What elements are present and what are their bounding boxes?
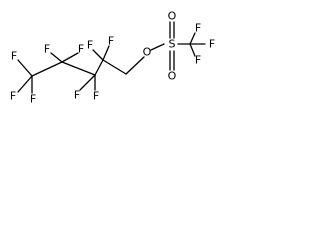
bond-c4-c5 (102, 59, 127, 75)
bond-c1-f (17, 59, 33, 77)
atom-f: F (108, 35, 114, 48)
bond-c3-f (79, 74, 96, 91)
bond-c3-c4 (94, 59, 104, 76)
atom-f: F (10, 90, 16, 103)
bond-c2-f (50, 52, 63, 63)
atom-f: F (87, 39, 93, 52)
atom-f: F (74, 89, 80, 102)
bond-c1-f (17, 75, 33, 93)
atom-f: F (11, 50, 17, 63)
atom-labels: F F F F F F F F F O S O O F F F (10, 10, 215, 106)
bond-c-f (189, 43, 196, 57)
atom-f: F (195, 54, 201, 67)
atom-f: F (30, 93, 36, 106)
atom-f: F (93, 90, 99, 103)
atom-f: F (78, 43, 84, 56)
atom-f: F (209, 38, 215, 51)
bond-c4-f (92, 49, 104, 61)
structure-diagram: F F F F F F F F F O S O O F F F (10, 10, 215, 106)
atom-o: O (168, 70, 177, 83)
atom-f: F (195, 22, 201, 35)
bond-c5-o (125, 56, 145, 75)
bond-o-s (150, 43, 165, 51)
atom-o: O (168, 10, 177, 23)
bond-c2-c3 (61, 61, 96, 76)
bonds (17, 21, 206, 94)
bond-c-f (189, 32, 196, 45)
bond-c2-f (61, 52, 79, 63)
atom-o: O (143, 46, 152, 59)
atom-f: F (44, 43, 50, 56)
atom-s: S (169, 38, 176, 51)
bond-c4-f (102, 45, 110, 61)
bond-c1-c2 (31, 61, 63, 77)
